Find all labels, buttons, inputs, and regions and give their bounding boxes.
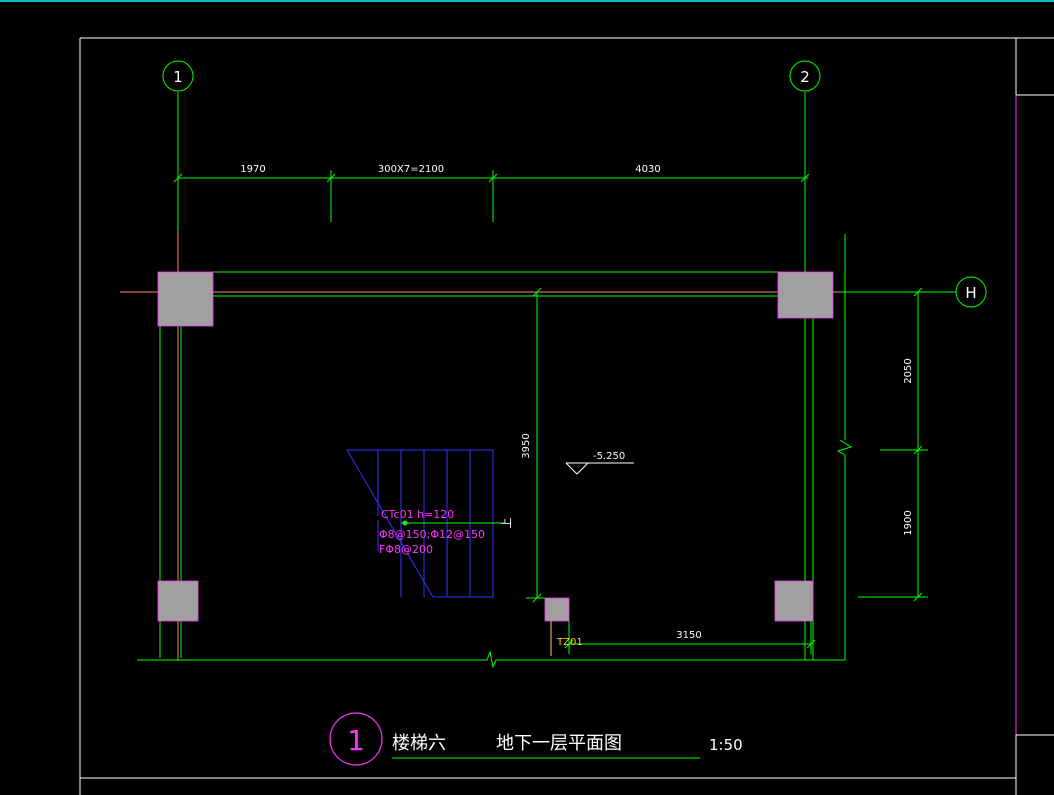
columns bbox=[157, 271, 834, 622]
dimension-3950 bbox=[526, 287, 545, 603]
stair-rebar-dist: FΦ8@200 bbox=[379, 543, 433, 556]
elevation-marker bbox=[565, 462, 634, 475]
stair-direction-arrow bbox=[401, 520, 505, 526]
elevation-label: -5.250 bbox=[593, 451, 625, 462]
title-column-border bbox=[1015, 94, 1054, 736]
axis-lines bbox=[177, 92, 956, 293]
post-tag-label: TZ01 bbox=[556, 637, 583, 648]
dimension-top bbox=[173, 170, 810, 222]
axis-bubble-1[interactable]: 1 bbox=[162, 60, 194, 92]
stair-direction-label: 上 bbox=[500, 518, 513, 529]
dim-3950: 3950 bbox=[521, 433, 532, 458]
stair-rebar-main: Φ8@150;Φ12@150 bbox=[379, 528, 485, 541]
axis-label-h: H bbox=[965, 284, 976, 302]
stair-name-label: CTc01 h=120 bbox=[381, 508, 454, 521]
walls bbox=[159, 234, 853, 660]
title-plan-name: 地下一层平面图 bbox=[496, 733, 622, 754]
dim-4030: 4030 bbox=[635, 164, 660, 175]
drawing-frame bbox=[79, 37, 1054, 795]
title-scale: 1:50 bbox=[709, 736, 743, 754]
column-top-left bbox=[157, 271, 214, 327]
dimension-3150 bbox=[564, 621, 816, 654]
dim-1970: 1970 bbox=[240, 164, 265, 175]
axis-bubble-2[interactable]: 2 bbox=[789, 60, 821, 92]
dim-2050: 2050 bbox=[903, 358, 914, 383]
axis-label-1: 1 bbox=[173, 68, 183, 86]
column-bottom-left bbox=[157, 580, 199, 622]
title-stair-name: 楼梯六 bbox=[392, 733, 446, 754]
reference-lines bbox=[120, 230, 840, 660]
column-tz01 bbox=[544, 597, 570, 622]
top-edge-strip bbox=[0, 0, 1054, 2]
column-bottom-right bbox=[774, 580, 814, 622]
dim-2100: 300X7=2100 bbox=[378, 164, 444, 175]
beam-top bbox=[213, 271, 778, 297]
dimension-right bbox=[858, 287, 928, 602]
dim-3150: 3150 bbox=[676, 630, 701, 641]
wall-bottom bbox=[137, 650, 845, 669]
axis-label-2: 2 bbox=[800, 68, 810, 86]
column-top-right bbox=[777, 271, 834, 319]
dim-1900: 1900 bbox=[903, 510, 914, 535]
title-number-circle: 1 bbox=[329, 712, 383, 766]
title-number: 1 bbox=[347, 724, 365, 757]
axis-bubble-h[interactable]: H bbox=[955, 276, 987, 308]
